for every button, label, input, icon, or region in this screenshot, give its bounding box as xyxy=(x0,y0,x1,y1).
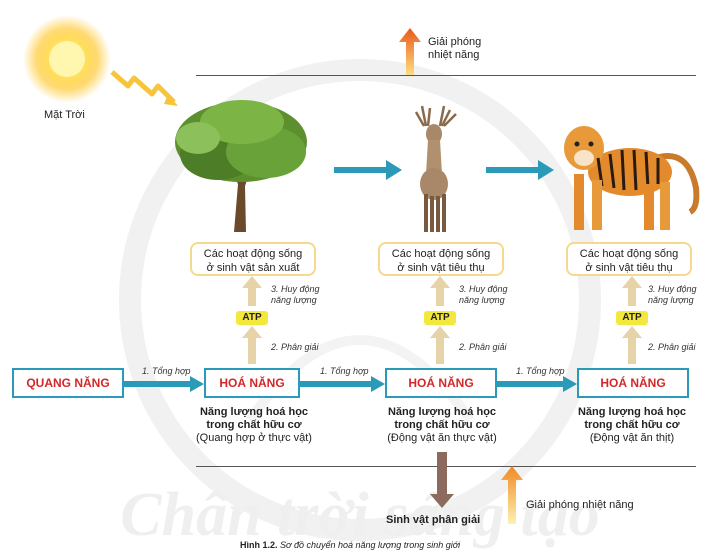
synthesis-arrow-1 xyxy=(124,376,204,392)
activity-box-consumer-2: Các hoạt động sống ở sinh vật tiêu thụ xyxy=(566,242,692,276)
mobilize-arrow-1 xyxy=(242,276,262,306)
sunray-zigzag-icon xyxy=(110,70,178,106)
deer-illustration xyxy=(414,105,457,232)
decompose-label-2: 2. Phân giải xyxy=(459,342,507,352)
decompose-label-1: 2. Phân giải xyxy=(271,342,319,352)
synthesis-label-3: 1. Tổng hợp xyxy=(516,366,565,376)
activity-producer-line1: Các hoạt động sống xyxy=(203,248,303,260)
tree-illustration xyxy=(175,100,307,232)
atp-badge-3: ATP xyxy=(616,311,648,325)
sun-label: Mặt Trời xyxy=(44,109,85,121)
activity-consumer2-line1: Các hoạt động sống xyxy=(579,248,679,260)
synthesis-label-2: 1. Tổng hợp xyxy=(320,366,369,376)
activity-consumer1-line1: Các hoạt động sống xyxy=(391,248,491,260)
to-decomposers-arrow xyxy=(430,452,454,508)
deer-to-tiger-arrow xyxy=(486,160,554,180)
sun-icon xyxy=(23,15,111,103)
decomposers-label: Sinh vật phân giải xyxy=(386,514,481,526)
heat-release-line1: Giải phóng xyxy=(428,36,482,48)
chemical-energy-box-1: HOÁ NĂNG xyxy=(204,368,300,398)
mobilize-label-1: 3. Huy động năng lượng xyxy=(271,284,320,306)
activity-consumer1-line2: ở sinh vật tiêu thụ xyxy=(397,262,485,274)
tiger-illustration xyxy=(564,126,700,230)
mobilize-label-1-line1: 3. Huy động xyxy=(271,284,320,294)
chemical-description-2: Năng lượng hoá học trong chất hữu cơ (Độ… xyxy=(372,406,512,445)
heat-release-label-top: Giải phóng nhiệt năng xyxy=(428,36,481,62)
tree-to-deer-arrow xyxy=(334,160,402,180)
chemical-description-3: Năng lượng hoá học trong chất hữu cơ (Độ… xyxy=(562,406,702,445)
mobilize-label-2-line2: năng lượng xyxy=(459,295,505,305)
mobilize-label-2: 3. Huy động năng lượng xyxy=(459,284,508,306)
decompose-arrow-2 xyxy=(430,326,450,364)
chemical-energy-box-2: HOÁ NĂNG xyxy=(385,368,497,398)
chemical-desc-2-line3: (Động vật ăn thực vật) xyxy=(387,432,497,444)
mobilize-label-3-line1: 3. Huy động xyxy=(648,284,697,294)
watermark-text: Chân trời sáng tạo xyxy=(120,481,600,549)
decompose-arrow-3 xyxy=(622,326,642,364)
caption-text: Sơ đồ chuyển hoá năng lượng trong sinh g… xyxy=(280,540,461,550)
activity-consumer2-line2: ở sinh vật tiêu thụ xyxy=(585,262,673,274)
chemical-description-1: Năng lượng hoá học trong chất hữu cơ (Qu… xyxy=(184,406,324,445)
chemical-desc-3-line1: Năng lượng hoá học xyxy=(577,406,687,418)
chemical-desc-3-line3: (Động vật ăn thịt) xyxy=(589,432,675,444)
activity-box-consumer-1: Các hoạt động sống ở sinh vật tiêu thụ xyxy=(378,242,504,276)
mobilize-label-1-line2: năng lượng xyxy=(271,295,317,305)
chemical-desc-2-line2: trong chất hữu cơ xyxy=(394,419,490,431)
chemical-desc-2-line1: Năng lượng hoá học xyxy=(387,406,497,418)
heat-release-line2: nhiệt năng xyxy=(428,49,480,61)
synthesis-label-1: 1. Tổng hợp xyxy=(142,366,191,376)
mobilize-arrow-2 xyxy=(430,276,450,306)
synthesis-arrow-3 xyxy=(497,376,577,392)
mobilize-label-3-line2: năng lượng xyxy=(648,295,694,305)
mobilize-label-2-line1: 3. Huy động xyxy=(459,284,508,294)
activity-box-producer: Các hoạt động sống ở sinh vật sản xuất xyxy=(190,242,316,276)
caption-number: Hình 1.2. xyxy=(240,540,278,550)
decompose-label-3: 2. Phân giải xyxy=(648,342,696,352)
light-energy-box: QUANG NĂNG xyxy=(12,368,124,398)
chemical-desc-3-line2: trong chất hữu cơ xyxy=(584,419,680,431)
mobilize-label-3: 3. Huy động năng lượng xyxy=(648,284,697,306)
chemical-desc-1-line1: Năng lượng hoá học xyxy=(199,406,309,418)
heat-release-label-bottom: Giải phóng nhiệt năng xyxy=(526,499,634,511)
atp-badge-1: ATP xyxy=(236,311,268,325)
heat-release-arrow-icon xyxy=(399,28,421,76)
atp-badge-2: ATP xyxy=(424,311,456,325)
decompose-arrow-1 xyxy=(242,326,262,364)
chemical-energy-box-3: HOÁ NĂNG xyxy=(577,368,689,398)
activity-producer-line2: ở sinh vật sản xuất xyxy=(206,262,300,274)
synthesis-arrow-2 xyxy=(300,376,385,392)
figure-caption: Hình 1.2. Sơ đồ chuyển hoá năng lượng tr… xyxy=(240,540,460,550)
heat-release-bottom-arrow-icon xyxy=(501,466,523,524)
top-divider xyxy=(196,75,696,76)
mobilize-arrow-3 xyxy=(622,276,642,306)
chemical-desc-1-line2: trong chất hữu cơ xyxy=(206,419,302,431)
chemical-desc-1-line3: (Quang hợp ở thực vật) xyxy=(196,432,312,444)
